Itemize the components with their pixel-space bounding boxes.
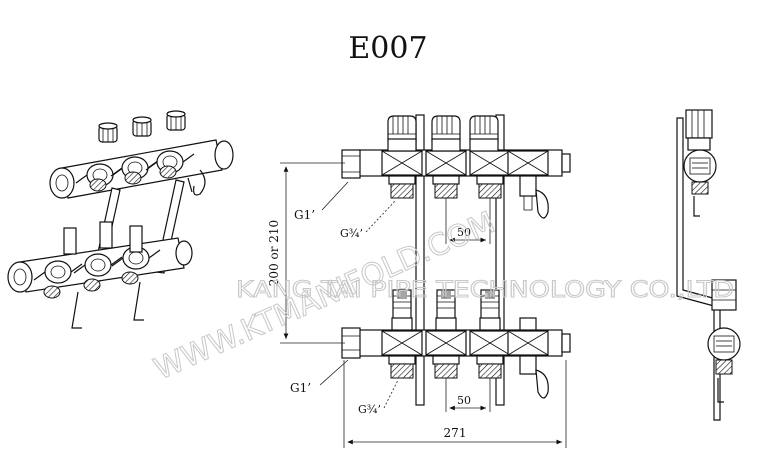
front-view: 200 or 210 271 50 50 G1’ G1’ G¾’ G¾’ xyxy=(267,114,571,448)
outlet-bottom-label: G¾’ xyxy=(358,403,381,416)
inlet-top-label: G1’ xyxy=(294,208,315,222)
height-dimension-label: 200 or 210 xyxy=(267,220,281,286)
drawing-title: E007 xyxy=(348,31,427,66)
spacing-bottom-label: 50 xyxy=(457,394,471,407)
inlet-bottom-label: G1’ xyxy=(290,381,311,395)
width-dimension-label: 271 xyxy=(444,426,467,440)
isometric-view xyxy=(7,110,234,329)
outlet-top-label: G¾’ xyxy=(340,227,363,240)
spacing-top-label: 50 xyxy=(457,226,471,239)
watermark-company: KANG TAI PIPE TECHNOLOGY CO.,LTD xyxy=(236,278,734,303)
side-view xyxy=(676,109,741,421)
